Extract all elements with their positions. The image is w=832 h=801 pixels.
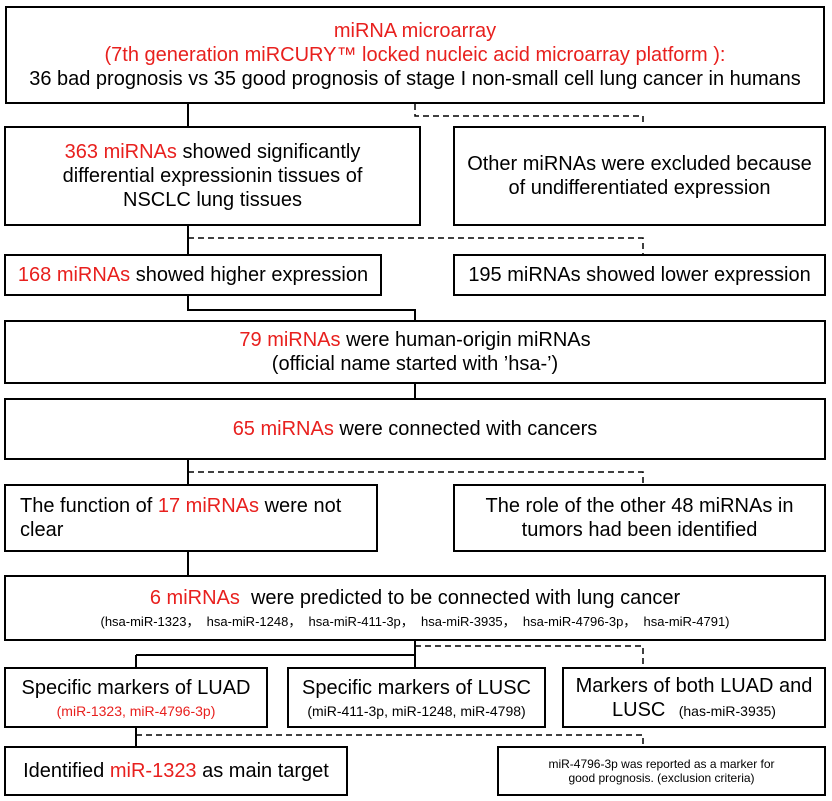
dashed-exclusion-8C <box>415 645 644 667</box>
box-168-higher: 168 miRNAs showed higher expression <box>4 254 382 296</box>
box-exclusion-criteria: miR-4796-3p was reported as a marker for… <box>497 746 826 796</box>
box-195-lower: 195 miRNAs showed lower expression <box>453 254 826 296</box>
box-65-cancer: 65 miRNAs were connected with cancers <box>4 398 826 460</box>
box-17-unclear: The function of 17 miRNAs were not clear <box>4 484 378 552</box>
highlight-6: 6 miRNAs <box>149 587 240 610</box>
box-main-target: Identified miR-1323 as main target <box>4 746 348 796</box>
lusc-marker-list: (miR-411-3p, miR-1248, miR-4798) <box>307 702 526 719</box>
connector-7-8 <box>135 641 416 667</box>
box-lusc-markers: Specific markers of LUSC (miR-411-3p, mi… <box>287 667 546 728</box>
box-microarray-title: miRNA microarray <box>333 20 497 42</box>
dashed-exclusion-3 <box>188 237 644 254</box>
highlight-168: 168 miRNAs <box>17 264 131 286</box>
highlight-65: 65 miRNAs <box>232 418 334 440</box>
box-microarray-cohort: 36 bad prognosis vs 35 good prognosis of… <box>29 68 801 90</box>
box-79-human-origin: 79 miRNAs were human-origin miRNAs (offi… <box>4 320 826 384</box>
highlight-17: 17 miRNAs <box>157 495 260 517</box>
box-48-identified: The role of the other 48 miRNAs in tumor… <box>453 484 826 552</box>
mirna-list: (hsa-miR-1323， hsa-miR-1248， hsa-miR-411… <box>100 614 730 630</box>
luad-marker-list: (miR-1323, miR-4796-3p) <box>56 702 216 719</box>
connector-3-4 <box>187 296 416 320</box>
highlight-mir-1323: miR-1323 <box>109 760 197 782</box>
dashed-exclusion-2 <box>414 104 644 126</box>
dashed-exclusion-6 <box>188 471 644 484</box>
box-excluded-undifferentiated: Other miRNAs were excluded because of un… <box>453 126 826 226</box>
dashed-exclusion-9R <box>136 734 644 746</box>
highlight-79: 79 miRNAs <box>239 329 341 351</box>
box-microarray-platform: (7th generation miRCURY™ locked nucleic … <box>104 44 726 66</box>
highlight-363: 363 miRNAs <box>64 141 177 163</box>
box-6-lung-cancer: 6 miRNAs were predicted to be connected … <box>4 575 826 641</box>
box-both-markers: Markers of both LUAD and LUSC (has-miR-3… <box>562 667 826 728</box>
box-microarray: miRNA microarray (7th generation miRCURY… <box>5 6 825 104</box>
box-363-mirnas: 363 miRNAs showed significantly differen… <box>4 126 421 226</box>
box-luad-markers: Specific markers of LUAD (miR-1323, miR-… <box>4 667 268 728</box>
